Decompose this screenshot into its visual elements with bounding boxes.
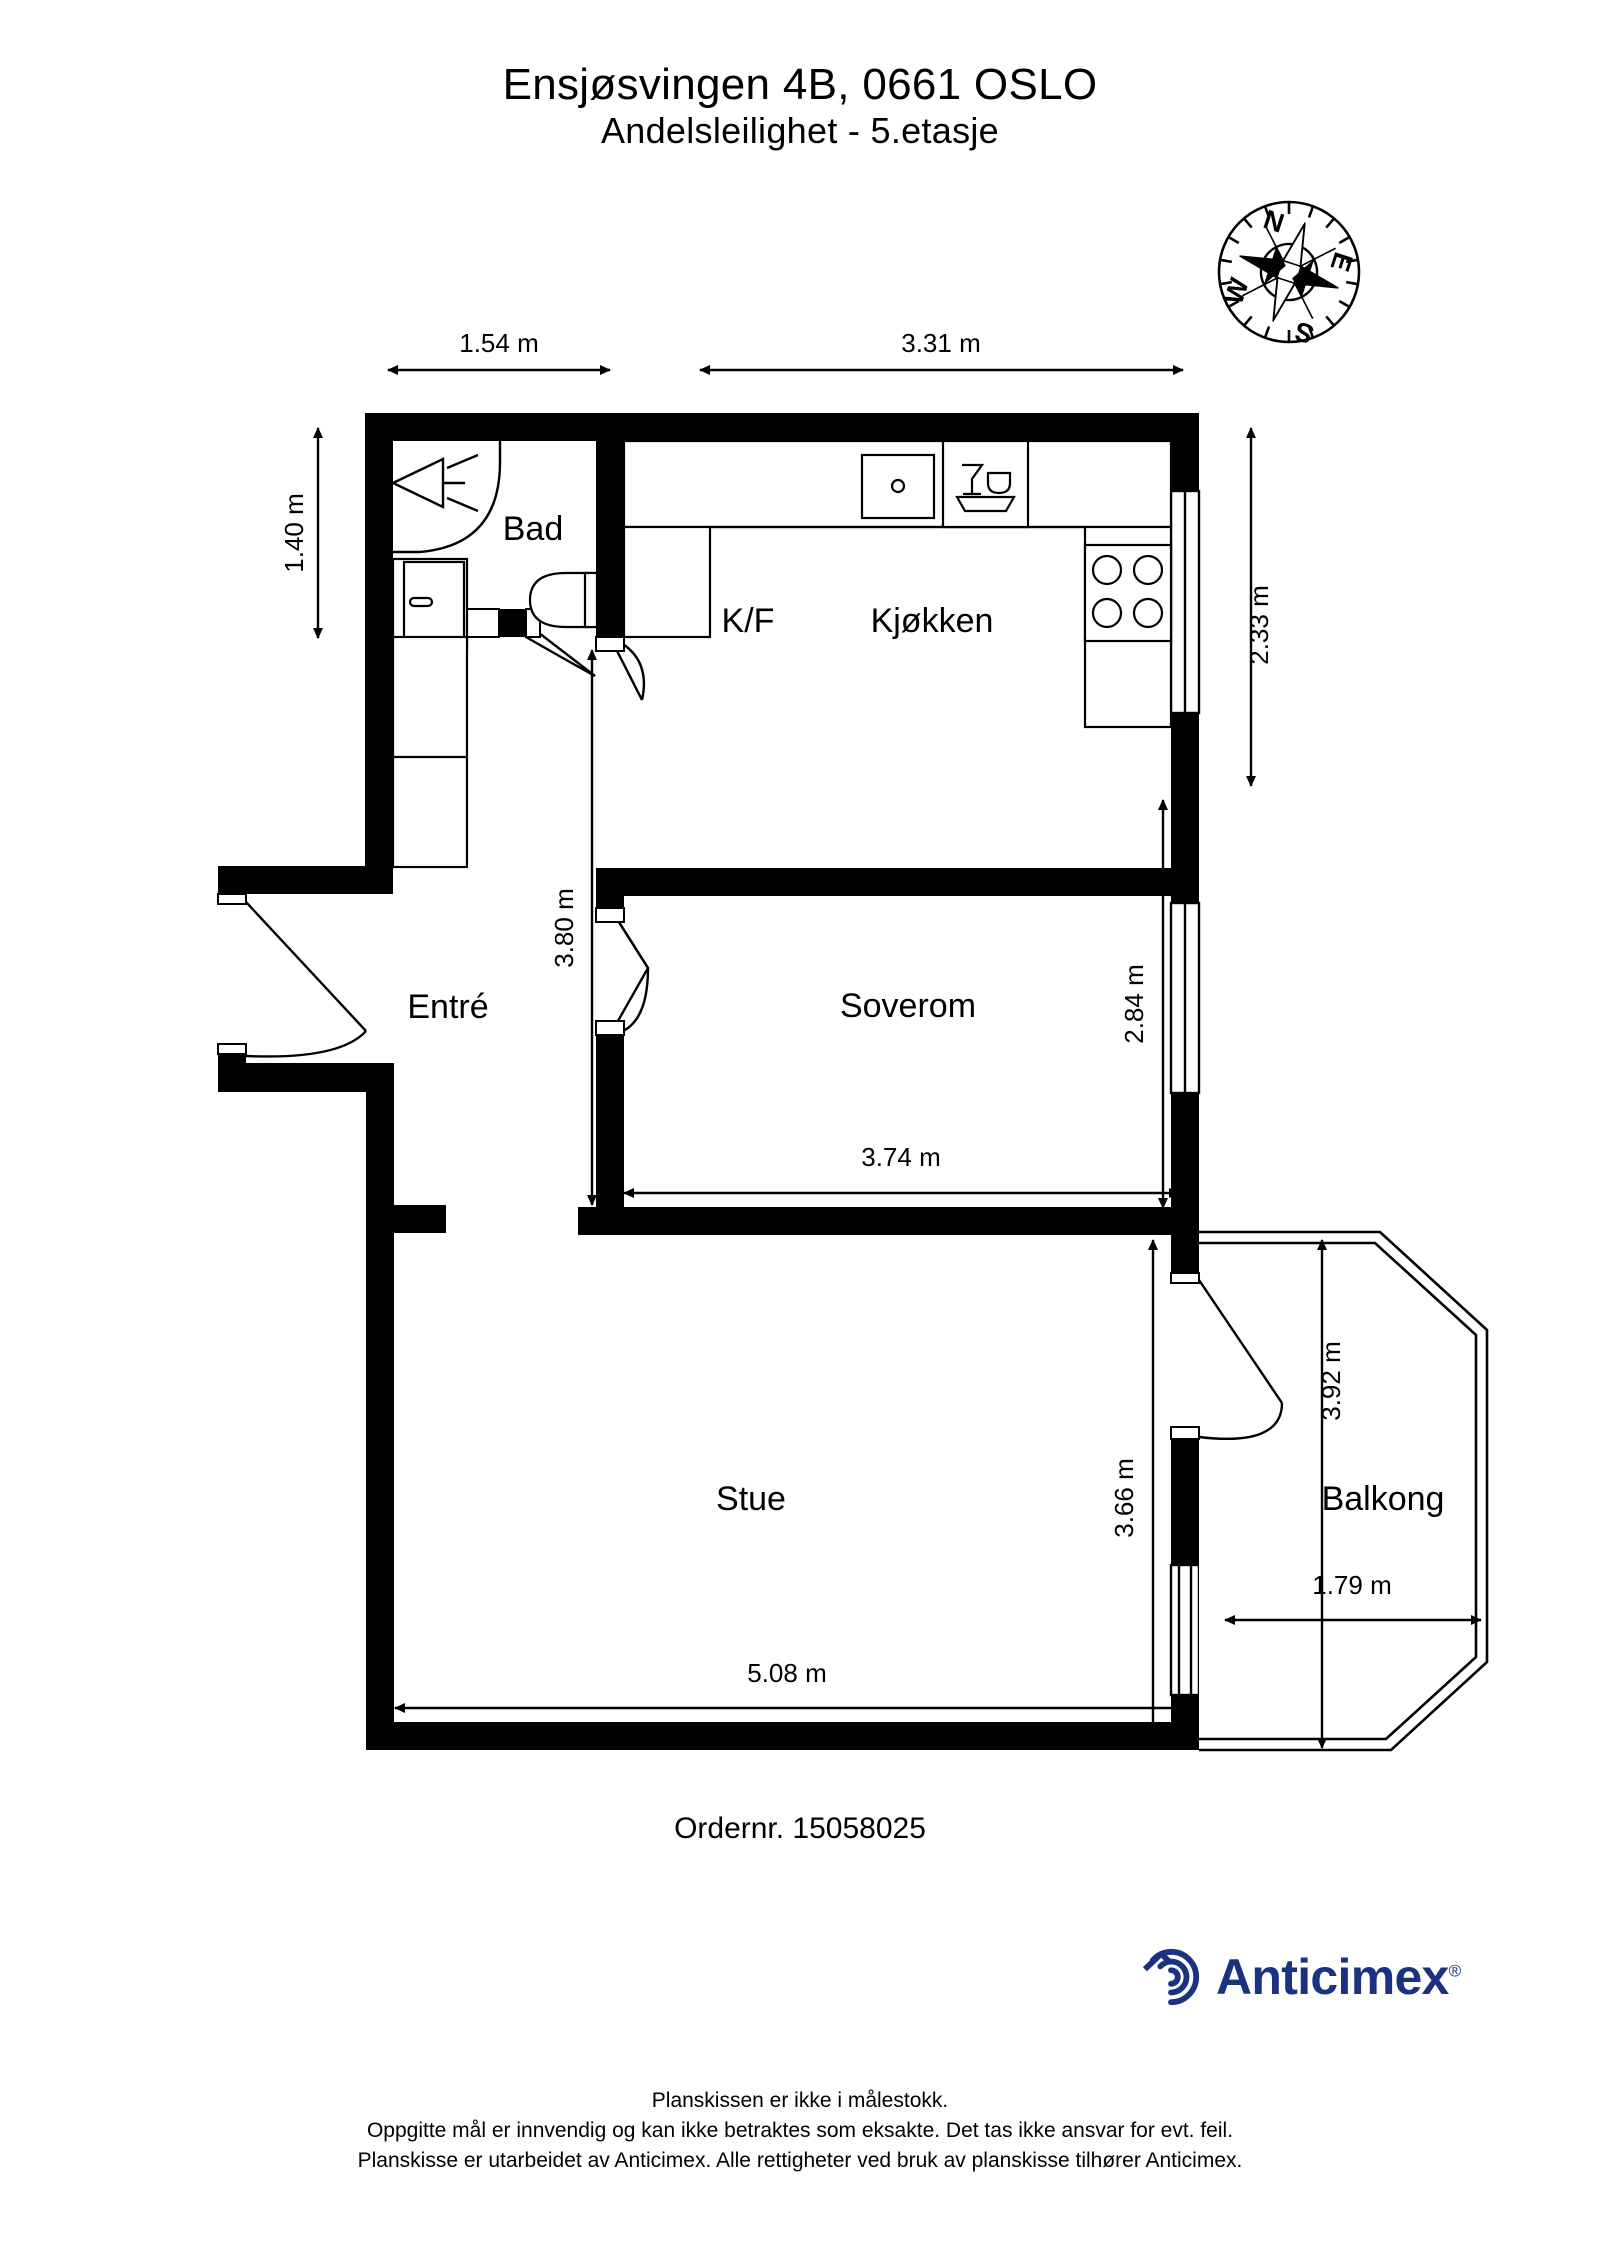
door-entry bbox=[245, 901, 367, 1058]
compass-west-label: W bbox=[1218, 274, 1255, 308]
dimension-label-left-bath: 1.40 m bbox=[279, 493, 309, 573]
dimension-label-living-h: 3.66 m bbox=[1109, 1458, 1139, 1538]
shower-icon bbox=[390, 441, 502, 554]
room-label-bad: Bad bbox=[503, 510, 564, 548]
page-title: Ensjøsvingen 4B, 0661 OSLO Andelsleiligh… bbox=[0, 60, 1600, 153]
dimension-lines bbox=[313, 365, 1482, 1749]
compass-east-label: E bbox=[1325, 249, 1359, 275]
door-balcony bbox=[1198, 1279, 1284, 1441]
door-bedroom bbox=[608, 907, 650, 1037]
compass-rose: N E S W bbox=[1217, 200, 1361, 350]
dimension-label-right-kitchen: 2.33 m bbox=[1244, 585, 1274, 665]
dimension-label-living-w: 5.08 m bbox=[747, 1658, 827, 1688]
room-label-kjokken: Kjøkken bbox=[871, 602, 994, 640]
dimension-label-bedroom-h: 2.84 m bbox=[1119, 964, 1149, 1044]
stove-icon bbox=[1083, 543, 1173, 643]
washing-machine-icon bbox=[391, 557, 469, 651]
dimension-label-balcony-h: 3.92 m bbox=[1316, 1341, 1346, 1421]
exterior-walls bbox=[218, 413, 1199, 1750]
kitchen-sink-icon bbox=[860, 453, 936, 520]
footer-disclaimer: Planskissen er ikke i målestokk. Oppgitt… bbox=[0, 2086, 1600, 2175]
room-label-soverom: Soverom bbox=[840, 987, 976, 1025]
footer-line-3: Planskisse er utarbeidet av Anticimex. A… bbox=[357, 2148, 1243, 2172]
footer-line-2: Oppgitte mål er innvendig og kan ikke be… bbox=[366, 2118, 1234, 2142]
door-jambs bbox=[217, 608, 1200, 1440]
registered-mark: ® bbox=[1448, 1961, 1462, 1981]
window-living bbox=[1169, 1563, 1201, 1697]
dimension-label-bedroom-w: 3.74 m bbox=[861, 1142, 941, 1172]
anticimex-wordmark: Anticimex® bbox=[1216, 1952, 1461, 2002]
interior-walls bbox=[393, 441, 1199, 1235]
anticimex-name: Anticimex bbox=[1216, 1949, 1449, 2005]
compass-north-label: N bbox=[1260, 204, 1288, 239]
order-number: Ordernr. 15058025 bbox=[674, 1812, 926, 1845]
dimension-label-entry-height: 3.80 m bbox=[549, 888, 579, 968]
room-label-balkong: Balkong bbox=[1322, 1480, 1445, 1518]
footer-line-1: Planskissen er ikke i målestokk. bbox=[651, 2089, 949, 2112]
dimension-label-top-right: 3.31 m bbox=[901, 328, 981, 358]
dimension-label-balcony-w: 1.79 m bbox=[1312, 1570, 1392, 1600]
dishwasher-icon bbox=[941, 439, 1030, 529]
compass-south-label: S bbox=[1291, 316, 1317, 350]
anticimex-logo: Anticimex® bbox=[1140, 1946, 1461, 2008]
toilet-icon bbox=[528, 571, 599, 629]
dimension-label-top-left: 1.54 m bbox=[459, 328, 539, 358]
room-label-stue: Stue bbox=[716, 1480, 786, 1518]
room-label-entre: Entré bbox=[407, 988, 488, 1026]
address-title: Ensjøsvingen 4B, 0661 OSLO bbox=[502, 60, 1098, 109]
anticimex-mark-icon bbox=[1142, 1948, 1200, 2006]
room-label-kf: K/F bbox=[722, 602, 775, 640]
unit-subtitle: Andelsleilighet - 5.etasje bbox=[600, 110, 1000, 152]
entry-wardrobe-icon bbox=[391, 635, 469, 869]
windows bbox=[1169, 489, 1201, 1697]
